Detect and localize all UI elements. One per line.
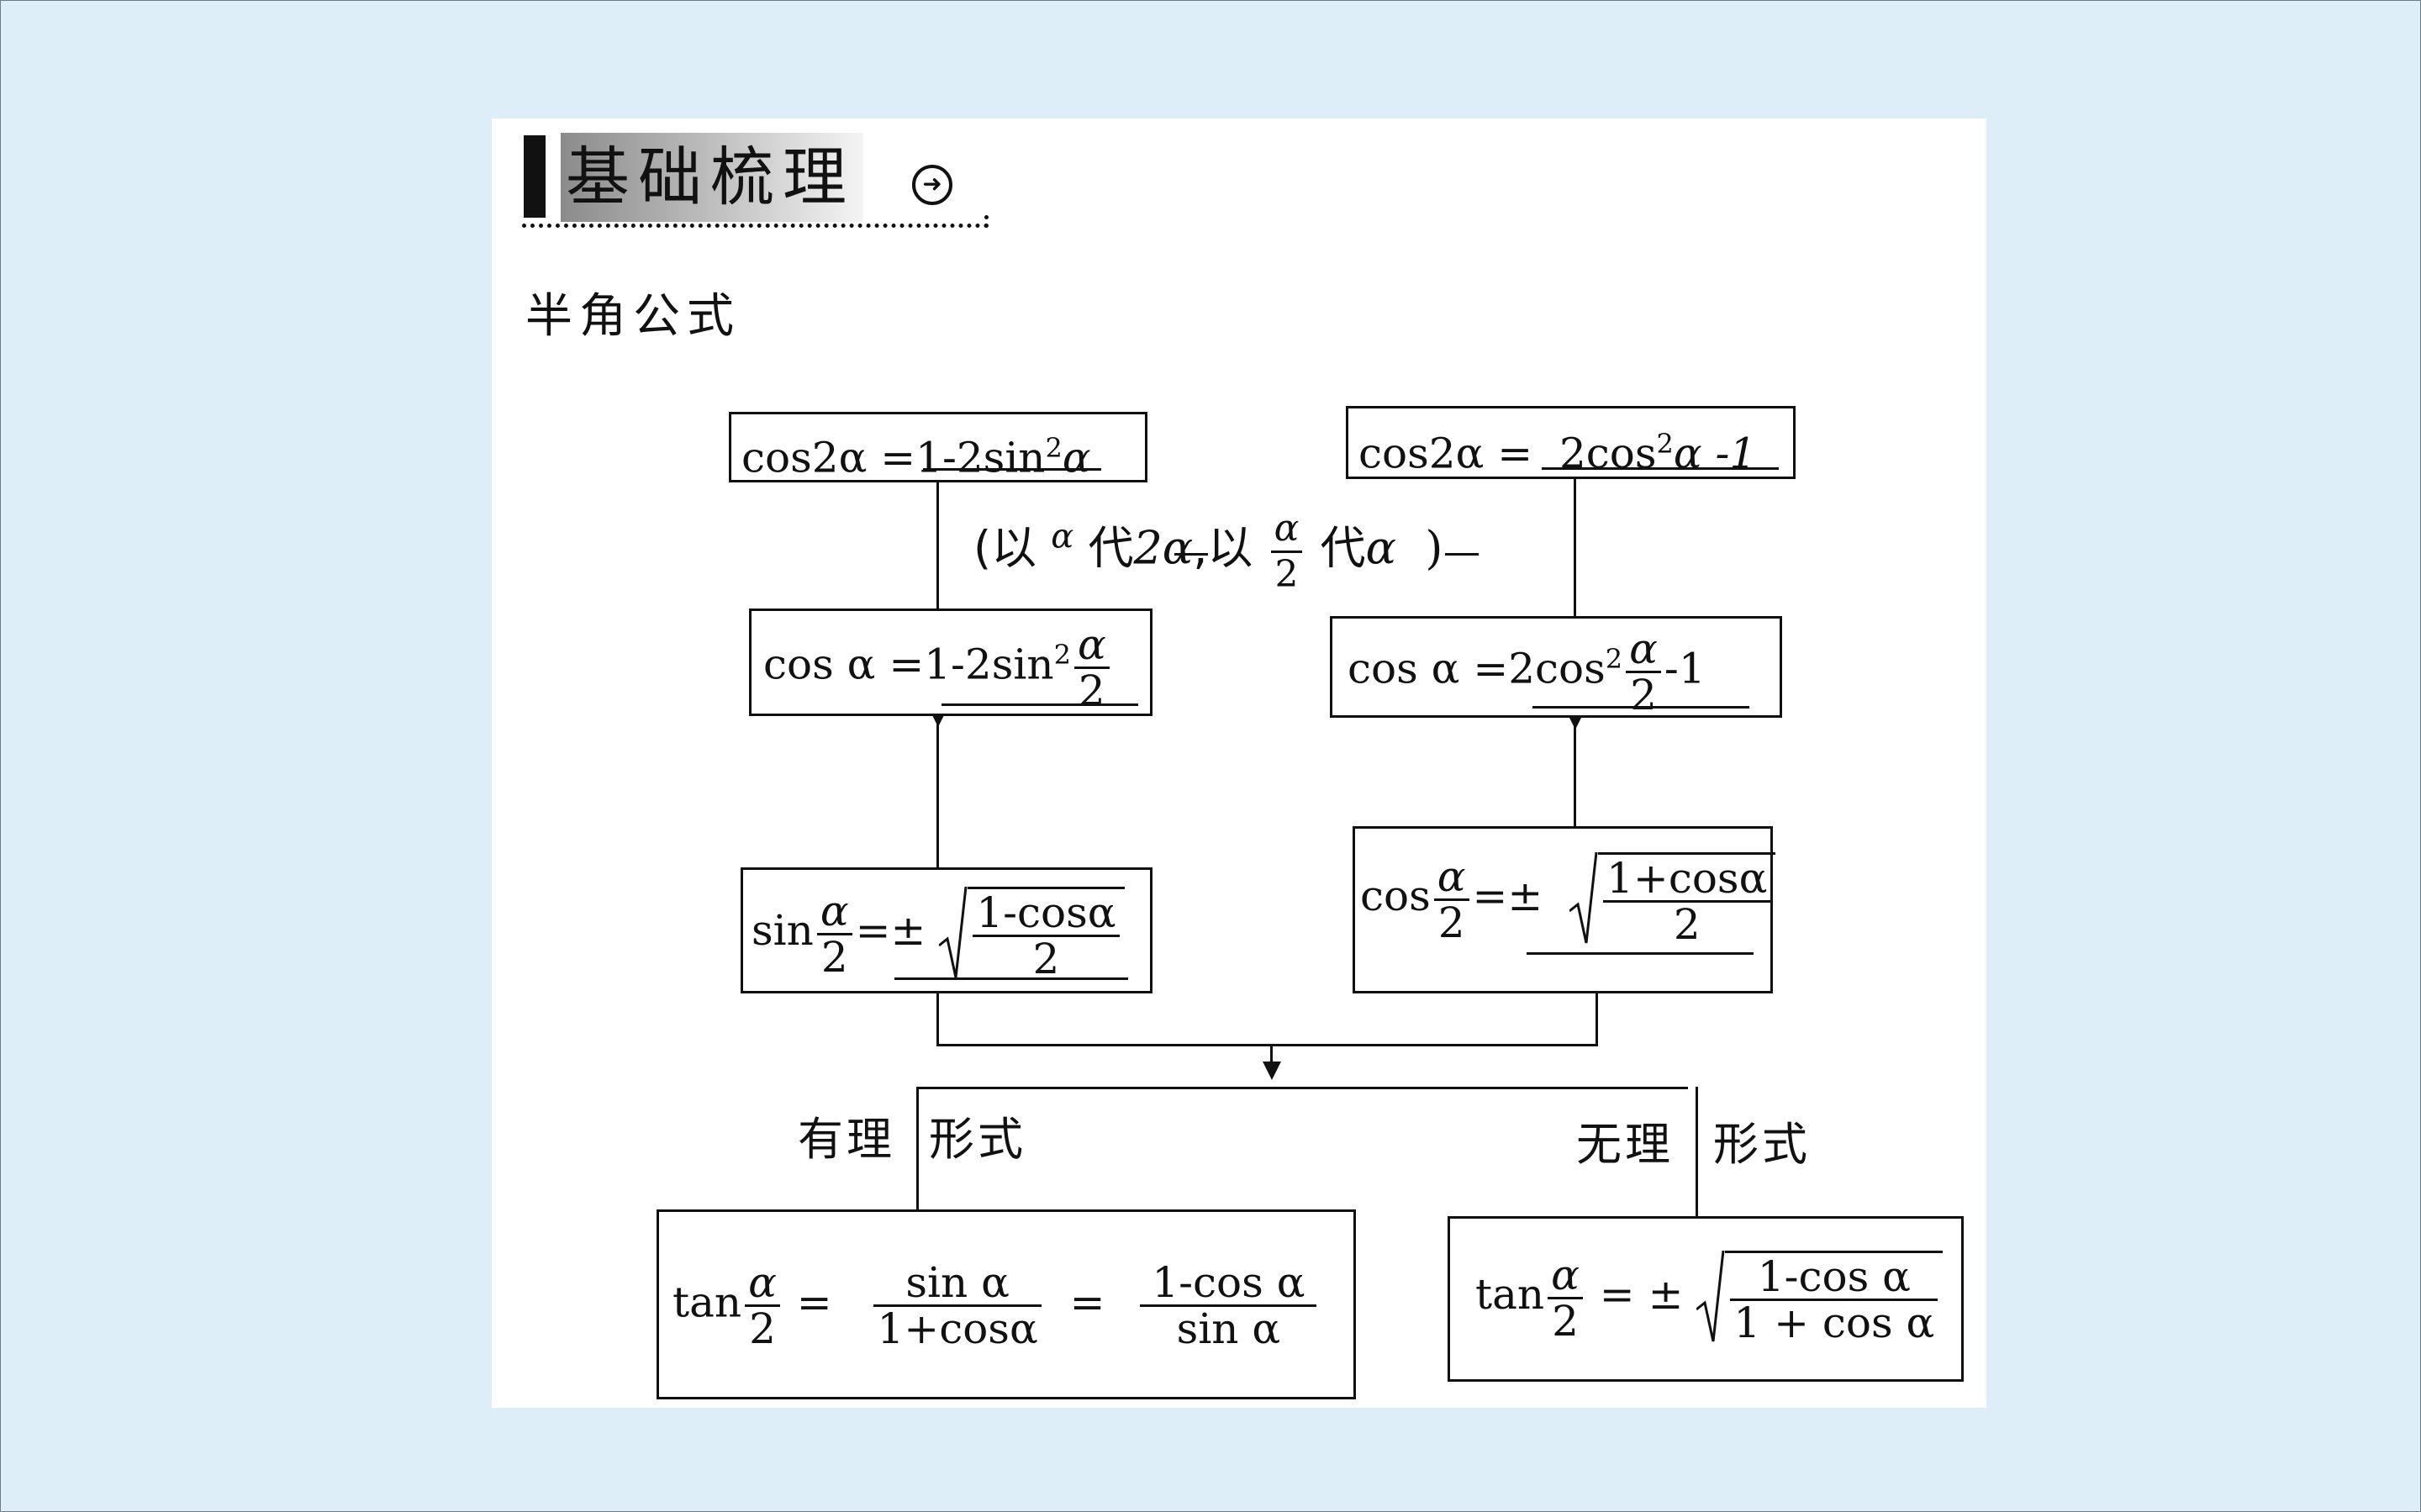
heading-underline	[522, 215, 989, 228]
section-title: 基础梳理	[561, 133, 863, 222]
blank-underline	[1445, 553, 1479, 556]
arrow-line	[916, 1087, 919, 1330]
connector-line	[936, 1044, 1598, 1046]
arrow-line	[936, 482, 939, 718]
arrow-circle-icon: ➜	[912, 165, 952, 205]
blank-underline	[1542, 467, 1779, 470]
connector-line	[936, 993, 939, 1046]
blank-underline	[1174, 553, 1208, 556]
connector-line	[916, 1087, 1688, 1089]
slide: 基础梳理 ➜ 半角公式 cos2α =1-2sin2α cos2α = 2cos…	[492, 119, 1986, 1408]
label-form-right: 形式	[1713, 1118, 1811, 1171]
box-cos2a-cos: cos2α = 2cos2α -1	[1346, 406, 1796, 479]
blank-underline	[1527, 952, 1754, 955]
label-rational: 有理	[798, 1113, 895, 1166]
arrow-line	[936, 716, 939, 980]
topic-title: 半角公式	[525, 289, 741, 344]
label-form-left: 形式	[929, 1113, 1026, 1166]
box-cos2a-sin: cos2α =1-2sin2α	[729, 412, 1147, 482]
blank-underline	[1532, 706, 1749, 709]
arrowhead	[1263, 1062, 1281, 1080]
label-irrational: 无理	[1576, 1118, 1674, 1171]
formula-cos2a-sin: cos2α =1-2sin2α	[741, 432, 1091, 482]
connector-line	[1270, 1044, 1273, 1066]
connector-line	[1596, 993, 1598, 1046]
blank-underline	[894, 977, 1128, 980]
blank-underline	[923, 468, 1101, 471]
heading-bar	[524, 135, 546, 218]
arrow-line	[1574, 479, 1576, 719]
arrow-line	[1696, 1087, 1698, 1330]
blank-underline	[942, 703, 1138, 706]
